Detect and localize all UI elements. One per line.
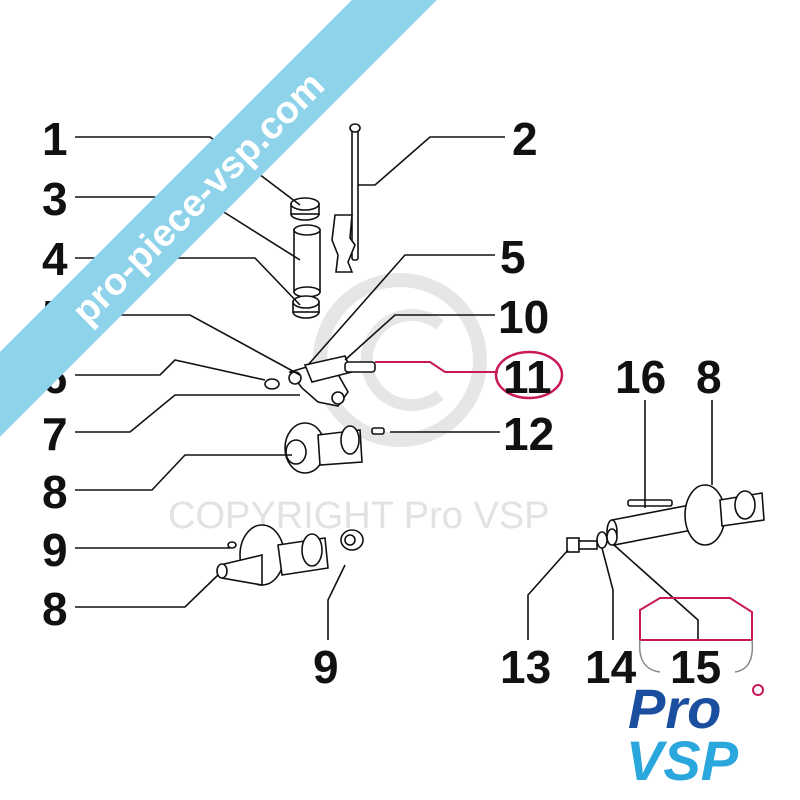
nut-bottom: [292, 295, 320, 319]
washer-14: [596, 531, 608, 549]
callout-8-upper: 8: [42, 466, 68, 518]
callout-5-upper: 5: [500, 231, 526, 283]
logo-text-vsp: VSP: [626, 729, 739, 792]
pin: [371, 427, 385, 435]
callout-3: 3: [42, 173, 68, 225]
callout-9-left: 9: [42, 524, 68, 576]
bush: [340, 529, 364, 551]
clip: [227, 541, 237, 549]
callout-9-bottom: 9: [313, 641, 339, 693]
callout-7: 7: [42, 408, 68, 460]
pro-vsp-logo: Pro VSP: [626, 597, 764, 792]
callout-16: 16: [615, 351, 666, 403]
bolt: [566, 537, 598, 553]
copyright-text: COPYRIGHT Pro VSP: [168, 495, 550, 537]
highlight-circle: [494, 350, 564, 400]
callout-10: 10: [498, 291, 549, 343]
callout-14: 14: [585, 641, 637, 693]
callout-13: 13: [500, 641, 551, 693]
nut-top: [290, 197, 320, 221]
washer-15: [606, 528, 618, 546]
callout-1: 1: [42, 113, 68, 165]
washer: [264, 378, 280, 390]
callout-8-right: 8: [696, 351, 722, 403]
callout-11: 11: [503, 351, 552, 403]
callout-15: 15: [670, 641, 721, 693]
rocker-arm: [288, 355, 376, 407]
logo-text-pro: Pro: [628, 677, 721, 740]
callout-4: 4: [42, 233, 68, 285]
tube: [293, 224, 321, 298]
camshaft-upper: [284, 422, 363, 474]
boot: [331, 214, 356, 273]
highlight-leader: [375, 361, 498, 373]
camshaft-lower: [216, 524, 329, 586]
key-rod: [627, 499, 673, 507]
pushrod: [349, 123, 361, 261]
camshaft-right: [606, 484, 765, 546]
callout-12: 12: [503, 408, 554, 460]
callout-2: 2: [512, 113, 538, 165]
callout-8-lower: 8: [42, 583, 68, 635]
